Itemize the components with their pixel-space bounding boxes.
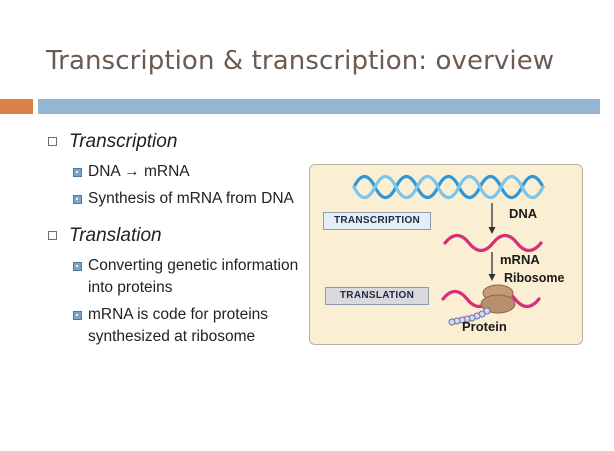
dna-double-helix-icon [352, 174, 545, 200]
mrna-label: mRNA [500, 252, 540, 267]
filled-square-bullet-icon [73, 311, 82, 320]
accent-bar-blue [38, 99, 600, 114]
translation-arrow-icon [488, 252, 496, 281]
transcription-tag: TRANSCRIPTION [323, 212, 431, 230]
accent-bar-orange [0, 99, 33, 114]
protein-chain-icon [448, 307, 491, 326]
hollow-square-bullet-icon [48, 231, 57, 240]
sub-bullet-text: DNA → mRNA [88, 163, 190, 180]
sub-bullet-text: Synthesis of mRNA from DNA [88, 190, 294, 207]
transcription-translation-figure: TRANSCRIPTION TRANSLATION DNA mRNA Ribos… [309, 164, 583, 345]
sub-bullet: Synthesis of mRNA from DNA [48, 188, 308, 210]
bullet-heading: Translation [69, 225, 162, 246]
bullet-heading: Transcription [69, 131, 178, 152]
sub-bullet: mRNA is code for proteins synthesized at… [48, 304, 308, 348]
figure-illustration [352, 174, 545, 326]
sub-bullet: Converting genetic information into prot… [48, 255, 308, 299]
filled-square-bullet-icon [73, 195, 82, 204]
bullet-transcription: Transcription [48, 128, 308, 156]
mrna-strand-icon [443, 233, 543, 253]
bullet-list: Transcription DNA → mRNA Synthesis of mR… [48, 124, 308, 348]
sub-bullet-text: Converting genetic information into prot… [88, 257, 299, 296]
sub-bullet-text: mRNA is code for proteins synthesized at… [88, 306, 269, 345]
hollow-square-bullet-icon [48, 137, 57, 146]
protein-label: Protein [462, 319, 507, 334]
filled-square-bullet-icon [73, 168, 82, 177]
dna-label: DNA [509, 206, 538, 221]
transcription-arrow-icon [488, 203, 496, 234]
ribosome-icon [480, 284, 516, 314]
slide-title: Transcription & transcription: overview [46, 46, 555, 76]
bullet-translation: Translation [48, 222, 308, 250]
ribosome-label: Ribosome [504, 271, 565, 285]
filled-square-bullet-icon [73, 262, 82, 271]
sub-bullet: DNA → mRNA [48, 161, 308, 183]
translation-tag: TRANSLATION [325, 287, 429, 305]
